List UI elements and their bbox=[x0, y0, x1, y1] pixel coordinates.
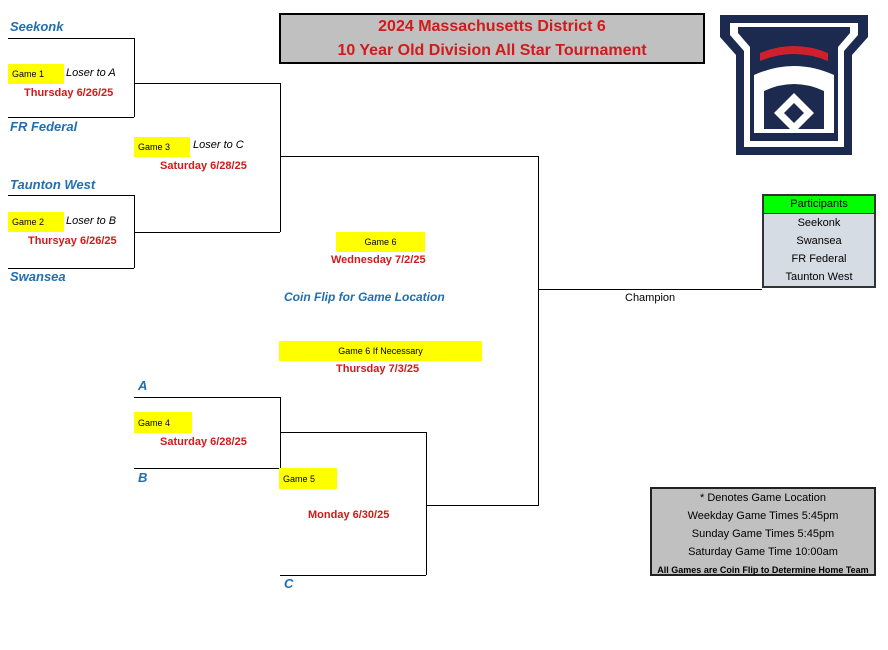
slot-label-c: C bbox=[284, 576, 294, 591]
game2-date: Thursyay 6/26/25 bbox=[28, 235, 117, 247]
game4-tag: Game 4 bbox=[134, 412, 192, 433]
game1-tag: Game 1 bbox=[8, 64, 64, 84]
game-times-notes-box: * Denotes Game Location Weekday Game Tim… bbox=[650, 487, 876, 576]
tournament-title-box: 2024 Massachusetts District 6 10 Year Ol… bbox=[279, 13, 705, 64]
game3-tag: Game 3 bbox=[134, 137, 190, 157]
game2-loser-note: Loser to B bbox=[66, 215, 117, 227]
participant-item: FR Federal bbox=[791, 253, 847, 265]
game4-date: Saturday 6/28/25 bbox=[160, 436, 247, 448]
game1-date: Thursday 6/26/25 bbox=[24, 87, 114, 99]
game6-tag: Game 6 bbox=[336, 232, 425, 252]
team-swansea: Swansea bbox=[10, 269, 66, 284]
note-footer: All Games are Coin Flip to Determine Hom… bbox=[657, 565, 869, 575]
little-league-logo-icon bbox=[718, 13, 870, 157]
note-line: Saturday Game Time 10:00am bbox=[688, 546, 838, 558]
game3-date: Saturday 6/28/25 bbox=[160, 160, 247, 172]
coin-flip-note: Coin Flip for Game Location bbox=[284, 290, 445, 304]
bracket-line-swansea bbox=[8, 268, 134, 269]
bracket-line-fr-federal bbox=[8, 117, 134, 118]
title-line-1: 2024 Massachusetts District 6 bbox=[378, 18, 606, 35]
game5-date: Monday 6/30/25 bbox=[308, 509, 390, 521]
note-line: * Denotes Game Location bbox=[700, 492, 826, 504]
participant-item: Seekonk bbox=[797, 217, 841, 229]
slot-label-a: A bbox=[138, 378, 148, 393]
bracket-line-game1-winner bbox=[134, 83, 280, 84]
bracket-line-game5-winner bbox=[426, 505, 538, 506]
participant-item: Swansea bbox=[796, 235, 842, 247]
bracket-line-slot-c bbox=[280, 575, 426, 576]
game2-tag: Game 2 bbox=[8, 212, 64, 232]
bracket-line-game5-vertical bbox=[426, 432, 427, 575]
bracket-line-game4-winner bbox=[280, 432, 426, 433]
participants-box: Participants Seekonk Swansea FR Federal … bbox=[762, 194, 876, 288]
bracket-line-seekonk bbox=[8, 38, 134, 39]
note-line: Weekday Game Times 5:45pm bbox=[687, 510, 839, 522]
bracket-line-champion bbox=[538, 289, 762, 290]
game3-loser-note: Loser to C bbox=[193, 139, 244, 151]
bracket-line-slot-a bbox=[134, 397, 280, 398]
bracket-line-game1-vertical bbox=[134, 38, 135, 117]
participant-item: Taunton West bbox=[785, 271, 853, 283]
title-line-2: 10 Year Old Division All Star Tournament bbox=[337, 42, 647, 59]
bracket-line-game3-winner bbox=[280, 156, 538, 157]
champion-label: Champion bbox=[625, 292, 676, 304]
bracket-line-slot-b bbox=[134, 468, 280, 469]
participants-header: Participants bbox=[764, 196, 874, 214]
bracket-line-game3-vertical bbox=[280, 83, 281, 232]
game6-if-necessary-date: Thursday 7/3/25 bbox=[336, 363, 420, 375]
bracket-line-taunton-west bbox=[8, 195, 134, 196]
bracket-line-game2-vertical bbox=[134, 195, 135, 268]
game5-tag: Game 5 bbox=[279, 468, 337, 489]
game6-if-necessary-tag: Game 6 If Necessary bbox=[279, 341, 482, 361]
game6-date: Wednesday 7/2/25 bbox=[331, 254, 426, 266]
slot-label-b: B bbox=[138, 470, 148, 485]
game1-loser-note: Loser to A bbox=[66, 67, 116, 79]
bracket-line-game6-vertical bbox=[538, 156, 539, 506]
bracket-line-game2-winner bbox=[134, 232, 280, 233]
note-line: Sunday Game Times 5:45pm bbox=[691, 528, 835, 540]
team-taunton-west: Taunton West bbox=[10, 177, 96, 192]
team-seekonk: Seekonk bbox=[10, 19, 64, 34]
team-fr-federal: FR Federal bbox=[10, 119, 78, 134]
